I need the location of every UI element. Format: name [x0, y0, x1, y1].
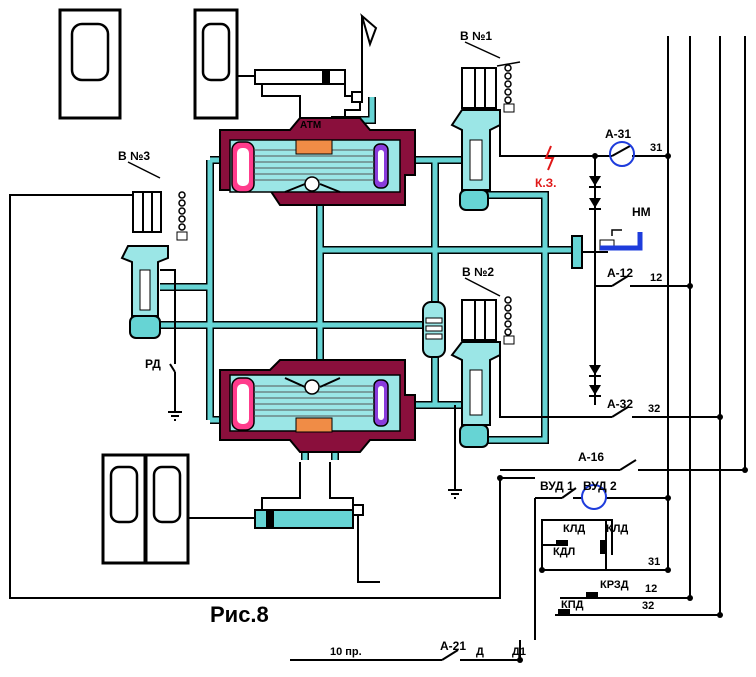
top-door-cylinder — [254, 13, 378, 125]
nm-cock — [571, 229, 643, 269]
label-atm: АТМ — [300, 120, 321, 131]
bottom-door-cylinder — [254, 462, 380, 583]
exhaust-valve-center — [422, 301, 446, 358]
label-a31: А-31 — [605, 127, 631, 141]
label-wire-12-top: 12 — [650, 272, 662, 284]
label-krzd: КРЗД — [600, 579, 629, 591]
label-wire-32-top: 32 — [648, 403, 660, 415]
door-top-right — [193, 8, 239, 120]
valve-v1 — [450, 61, 521, 211]
label-a21: А-21 — [440, 639, 466, 653]
valve-v3 — [120, 191, 188, 421]
label-wire-31-top: 31 — [650, 142, 662, 154]
highlight-circles — [581, 141, 635, 510]
top-main-cylinder — [219, 117, 416, 206]
label-kld-2: КЛД — [606, 523, 628, 535]
label-wire-32-bottom: 32 — [642, 600, 654, 612]
label-nm: НМ — [632, 205, 651, 219]
label-a32: А-32 — [607, 397, 633, 411]
push-buttons — [556, 540, 606, 615]
label-v2: В №2 — [462, 265, 494, 279]
label-v1: В №1 — [460, 29, 492, 43]
label-wire-12-bottom: 12 — [645, 583, 657, 595]
door-bottom-right — [144, 453, 190, 565]
figure-caption: Рис.8 — [210, 602, 269, 627]
label-a12: А-12 — [607, 266, 633, 280]
label-vud2: ВУД 2 — [583, 479, 617, 493]
label-vud1: ВУД 1 — [540, 479, 574, 493]
relay-box — [541, 519, 607, 571]
label-wire-31-bottom: 31 — [648, 556, 660, 568]
label-rd: РД — [145, 357, 161, 371]
valve-v2 — [450, 296, 515, 448]
electrical-wiring — [9, 36, 746, 661]
diodes — [589, 176, 601, 397]
label-short-circuit: К.З. — [535, 176, 557, 190]
junction-dots — [497, 153, 748, 663]
door-bottom-left — [101, 453, 147, 565]
label-leaders — [127, 41, 501, 297]
door-top-left — [58, 8, 122, 120]
label-d: Д — [476, 646, 484, 658]
short-circuit-mark — [544, 145, 555, 171]
label-kdl: КДЛ — [553, 546, 575, 558]
ground-symbol — [448, 489, 462, 499]
label-d1: Д1 — [512, 646, 526, 658]
label-kpd: КПД — [561, 599, 584, 611]
text-labels: В №1 В №2 В №3 АТМ РД НМ К.З. А-31 А-12 … — [118, 29, 662, 658]
label-kld-1: КЛД — [563, 523, 585, 535]
label-a16: А-16 — [578, 450, 604, 464]
bottom-main-cylinder — [219, 359, 416, 453]
label-wire-10: 10 пр. — [330, 646, 362, 658]
label-v3: В №3 — [118, 149, 150, 163]
